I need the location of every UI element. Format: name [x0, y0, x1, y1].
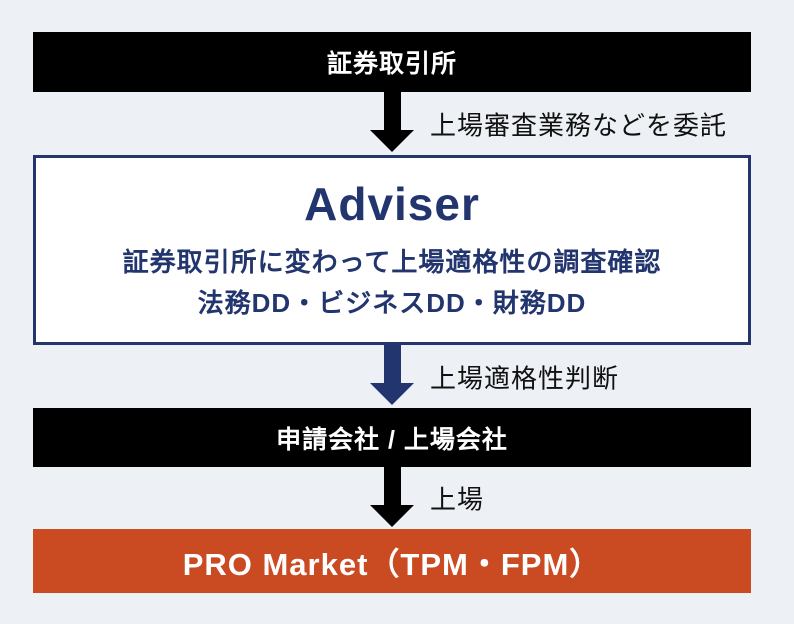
listing-arrow-row: 上場	[33, 467, 751, 529]
adviser-description-line2: 法務DD・ビジネスDD・財務DD	[197, 287, 587, 318]
judgment-down-arrow-icon	[370, 345, 414, 405]
adviser-description-line1: 証券取引所に変わって上場適格性の調査確認	[122, 247, 662, 278]
company-bar-label: 申請会社 / 上場会社	[276, 425, 508, 454]
market-bar-label: PRO Market（TPM・FPM）	[182, 546, 602, 582]
market-bar: PRO Market（TPM・FPM）	[33, 529, 751, 593]
delegation-arrow-row: 上場審査業務などを委託	[33, 92, 751, 155]
listing-arrow-label: 上場	[430, 484, 485, 515]
delegation-arrow-label: 上場審査業務などを委託	[430, 110, 728, 140]
adviser-title: Adviser	[304, 178, 480, 231]
delegation-down-arrow-icon	[370, 92, 414, 152]
exchange-bar: 証券取引所	[33, 32, 751, 92]
adviser-box: Adviser 証券取引所に変わって上場適格性の調査確認 法務DD・ビジネスDD…	[33, 155, 751, 345]
company-bar: 申請会社 / 上場会社	[33, 408, 751, 467]
judgment-arrow-label: 上場適格性判断	[430, 363, 620, 393]
exchange-bar-label: 証券取引所	[326, 50, 457, 78]
judgment-arrow-row: 上場適格性判断	[33, 345, 751, 408]
listing-down-arrow-icon	[370, 467, 414, 527]
